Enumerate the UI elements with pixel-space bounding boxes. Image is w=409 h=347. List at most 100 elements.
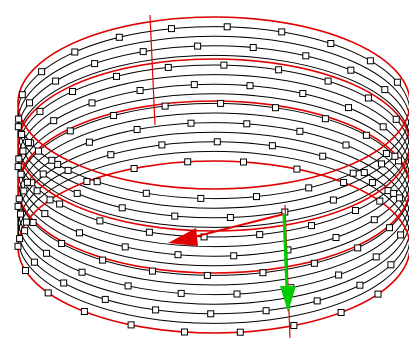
vertex-marker [14,163,22,171]
vertex-marker [58,240,66,247]
wire-ring-back [17,74,409,161]
wire-ring-back [17,83,409,171]
vertex-marker [374,290,382,298]
vertex-markers [14,23,405,336]
vertex-marker [352,207,359,214]
vertex-marker [158,141,166,149]
vertex-marker [324,77,332,85]
wire-ring-front [17,218,409,305]
vertex-marker [207,310,215,318]
vertex-marker [177,289,185,297]
vertex-marker [17,210,24,218]
vertex-marker [50,117,58,125]
vertex-marker [236,328,244,336]
vertex-marker [41,210,49,218]
vertex-marker [36,107,44,115]
vertex-marker [46,196,54,204]
vertex-marker [395,157,402,165]
vertex-marker [256,231,264,239]
vertex-marker [161,102,169,110]
vertex-marker [197,194,205,202]
vertex-marker [21,227,29,235]
vertex-marker [321,115,329,123]
vertex-marker [14,242,22,250]
vertex-marker [52,77,60,85]
wire-ring-front [17,141,409,228]
vertex-marker [319,152,327,160]
vertex-marker [64,166,72,174]
vertex-marker [329,196,337,204]
vertex-marker [337,309,345,316]
vertex-marker [230,252,238,260]
vertex-marker [127,321,135,329]
vertex-marker [145,228,153,236]
vertex-marker [23,178,31,186]
vertex-marker [386,224,393,232]
vertex-marker [17,170,25,178]
wire-ring-back [17,54,409,142]
vertex-marker [249,44,257,51]
vertex-marker [168,25,175,33]
vertex-marker [71,48,79,56]
vertex-marker [60,279,68,287]
vertex-marker [85,138,93,146]
vertex-marker [56,200,64,208]
vertex-marker [393,78,401,86]
vertex-marker [313,297,321,305]
vertex-marker [152,306,160,314]
vertex-marker [18,91,26,99]
wire-ring-back [17,122,409,209]
vertex-marker [387,261,395,269]
vertex-marker [354,244,362,252]
vertex-marker [99,256,107,264]
vertex-marker [44,289,52,297]
vertex-marker [262,307,270,315]
seam-line-back [149,14,156,126]
vertex-marker [22,218,30,226]
vertex-marker [362,131,370,139]
axis-gizmo-icon[interactable] [168,213,296,312]
vertex-marker [80,308,88,315]
vertex-marker [130,165,138,172]
vertex-marker [243,120,251,128]
vertex-marker [226,214,234,221]
gizmo-x-arrowhead [168,228,198,246]
vertex-marker [372,253,380,261]
vertex-marker [115,33,123,41]
vertex-marker [96,217,104,225]
gizmo-y-axis [282,213,289,293]
vertex-marker [69,88,76,95]
edge-loop-2 [17,100,409,274]
wire-ring-back [17,35,409,123]
wire-ring-back [17,150,409,238]
vertex-marker [15,155,23,163]
vertex-marker [43,249,50,257]
wire-ring-front [17,170,409,257]
vertex-marker [342,141,350,149]
vertex-marker [91,60,99,68]
vertex-marker [302,52,310,60]
wire-ring-front [17,160,409,248]
vertex-marker [310,259,318,267]
gizmo-x-axis [189,213,285,239]
vertex-marker [240,158,247,166]
vertex-marker [335,271,343,279]
vertex-marker [356,281,364,289]
vertex-marker [391,152,399,160]
vertex-marker [39,170,47,178]
vertex-marker [83,178,91,185]
vertex-marker [332,234,340,241]
gizmo-y-arrowhead [280,286,296,312]
vertex-marker [308,222,315,230]
vertex-marker [14,202,22,210]
vertex-marker [223,23,231,31]
vertex-marker [136,87,144,94]
wire-ring-front [17,198,409,286]
vertex-marker [35,147,42,155]
vertex-marker [29,219,37,226]
vertex-marker [366,57,374,65]
vertex-marker [171,212,179,220]
vertex-marker [38,68,46,76]
